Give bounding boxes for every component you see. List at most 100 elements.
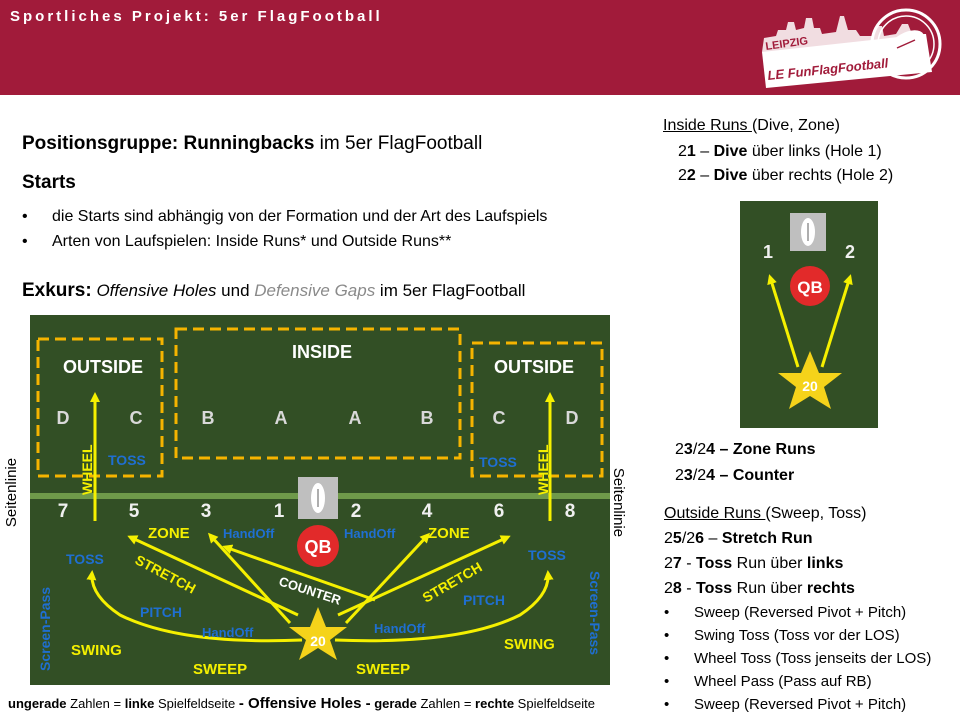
hole-number: 7	[58, 501, 69, 522]
header-bar: Sportliches Projekt: 5er FlagFootball LE…	[0, 0, 960, 95]
wheel-label-right: WHEEL	[535, 444, 551, 495]
hole-number: 2	[845, 242, 855, 262]
legend-part: - Offensive Holes -	[238, 695, 371, 712]
rb-label: 20	[310, 633, 326, 649]
gap-letter: A	[275, 408, 288, 428]
zone-label-outside-right: OUTSIDE	[494, 357, 574, 377]
hole-number: 5	[129, 501, 140, 522]
club-logo: LEIPZIG LE FunFlagFootball	[762, 8, 942, 88]
inside-runs-title: Inside Runs (Dive, Zone)	[663, 117, 840, 135]
handoff-label: HandOff	[223, 526, 275, 541]
exkurs-label: Exkurs:	[22, 280, 92, 301]
counter-line: 23/24 – Counter	[675, 467, 794, 485]
legend-part: rechte	[475, 696, 515, 711]
handoff-label: HandOff	[374, 621, 426, 636]
qb-marker	[297, 525, 339, 567]
text-part: 2	[678, 167, 687, 184]
football-icon	[790, 213, 826, 251]
exkurs-line: Exkurs: Offensive Holes und Defensive Ga…	[22, 280, 525, 302]
outside-runs-sub: (Sweep, Toss)	[765, 505, 867, 522]
toss-27-line: 27 - Toss Run über links	[664, 555, 843, 573]
dive-mini-diagram: 1 2 QB 20	[740, 201, 878, 428]
page-title: Sportliches Projekt: 5er FlagFootball	[10, 8, 383, 25]
text-part: -	[681, 580, 697, 597]
hole-number: 8	[565, 501, 576, 522]
text-part: Toss	[696, 580, 733, 597]
screen-pass-label-right: Screen-Pass	[587, 571, 603, 655]
toss-label-top-left: TOSS	[108, 452, 146, 468]
defensive-gaps-text: Defensive Gaps	[254, 281, 376, 300]
legend-part: Spielfeldseite	[514, 696, 596, 711]
text-part: 2	[664, 530, 673, 547]
qb-marker	[790, 266, 830, 306]
outside-runs-bullet-list: Sweep (Reversed Pivot + Pitch) Swing Tos…	[664, 603, 931, 718]
sweep-label-left: SWEEP	[193, 661, 247, 678]
text-part: über links (Hole 1)	[747, 143, 882, 160]
play-diagram-field: OUTSIDE INSIDE OUTSIDE D C B A A B C D 7…	[30, 315, 610, 685]
outside-left-zone	[36, 337, 164, 478]
football-icon	[298, 477, 338, 519]
text-part: 8	[672, 580, 682, 597]
play-22-line: 22 – Dive über rechts (Hole 2)	[678, 167, 893, 185]
text-part: rechts	[806, 580, 855, 597]
text-part: Stretch Run	[721, 530, 813, 547]
legend-part: Spielfeldseite	[154, 696, 239, 711]
text-part: 5	[672, 530, 682, 547]
text-part: –	[695, 167, 714, 184]
text-part: /2	[692, 441, 707, 458]
text-part: Toss	[696, 555, 733, 572]
play-21-line: 21 – Dive über links (Hole 1)	[678, 143, 882, 161]
screen-pass-label-left: Screen-Pass	[37, 587, 53, 671]
heading-rest: im 5er FlagFootball	[314, 133, 483, 154]
text-part: Run über	[732, 580, 807, 597]
zone-label-right: ZONE	[428, 525, 470, 542]
qb-label: QB	[797, 278, 823, 297]
hole-number: 1	[274, 501, 285, 522]
stretch-run-line: 25/26 – Stretch Run	[664, 530, 813, 548]
text-part: 2	[675, 441, 684, 458]
sideline-label-left: Seitenlinie	[3, 457, 21, 528]
list-item: Wheel Toss (Toss jenseits der LOS)	[664, 649, 931, 672]
rb-star-marker	[778, 351, 842, 409]
zone-runs-line: 23/24 – Zone Runs	[675, 441, 816, 459]
sideline-label-right: Seitenlinie	[610, 467, 628, 538]
text-part: 2	[664, 555, 673, 572]
text-part: Dive	[713, 167, 748, 184]
heading-bold: Positionsgruppe: Runningbacks	[22, 133, 315, 154]
starts-bullet-list: die Starts sind abhängig von der Formati…	[22, 207, 547, 257]
text-part: Run über	[732, 555, 807, 572]
gap-letter: C	[130, 408, 143, 428]
gap-letter: A	[349, 408, 362, 428]
text-part: /2	[692, 467, 707, 484]
toss-label-top-right: TOSS	[479, 454, 517, 470]
text-part: 4 – Zone Runs	[706, 441, 816, 458]
route-lines	[86, 392, 555, 643]
text-part: 2	[686, 167, 696, 184]
legend-part: gerade	[370, 696, 417, 711]
hole-number: 2	[351, 501, 362, 522]
rb-label: 20	[802, 378, 818, 394]
list-item: Sweep (Reversed Pivot + Pitch)	[664, 603, 931, 626]
inside-runs-sub: (Dive, Zone)	[751, 117, 840, 134]
text-part: 3	[683, 441, 693, 458]
pitch-label-left: PITCH	[140, 604, 182, 620]
legend-part: linke	[124, 696, 155, 711]
outside-right-zone	[470, 341, 604, 478]
text-part: Dive	[713, 143, 748, 160]
offensive-holes-text: Offensive Holes	[96, 281, 217, 300]
hole-number: 3	[201, 501, 212, 522]
pitch-label-right: PITCH	[463, 592, 505, 608]
list-item: die Starts sind abhängig von der Formati…	[22, 207, 547, 232]
text-part: 2	[664, 580, 673, 597]
qb-label: QB	[305, 537, 332, 557]
text-part: 4 – Counter	[706, 467, 795, 484]
list-item: Swing Toss (Toss vor der LOS)	[664, 626, 931, 649]
swing-label-left: SWING	[71, 642, 122, 659]
text-part: 6	[695, 530, 705, 547]
handoff-label: HandOff	[202, 625, 254, 640]
text-part: über rechts (Hole 2)	[747, 167, 894, 184]
holes-legend: ungerade Zahlen = linke Spielfeldseite -…	[8, 695, 595, 712]
handoff-label: HandOff	[344, 526, 396, 541]
hole-number: 6	[494, 501, 505, 522]
text-part: –	[704, 530, 722, 547]
